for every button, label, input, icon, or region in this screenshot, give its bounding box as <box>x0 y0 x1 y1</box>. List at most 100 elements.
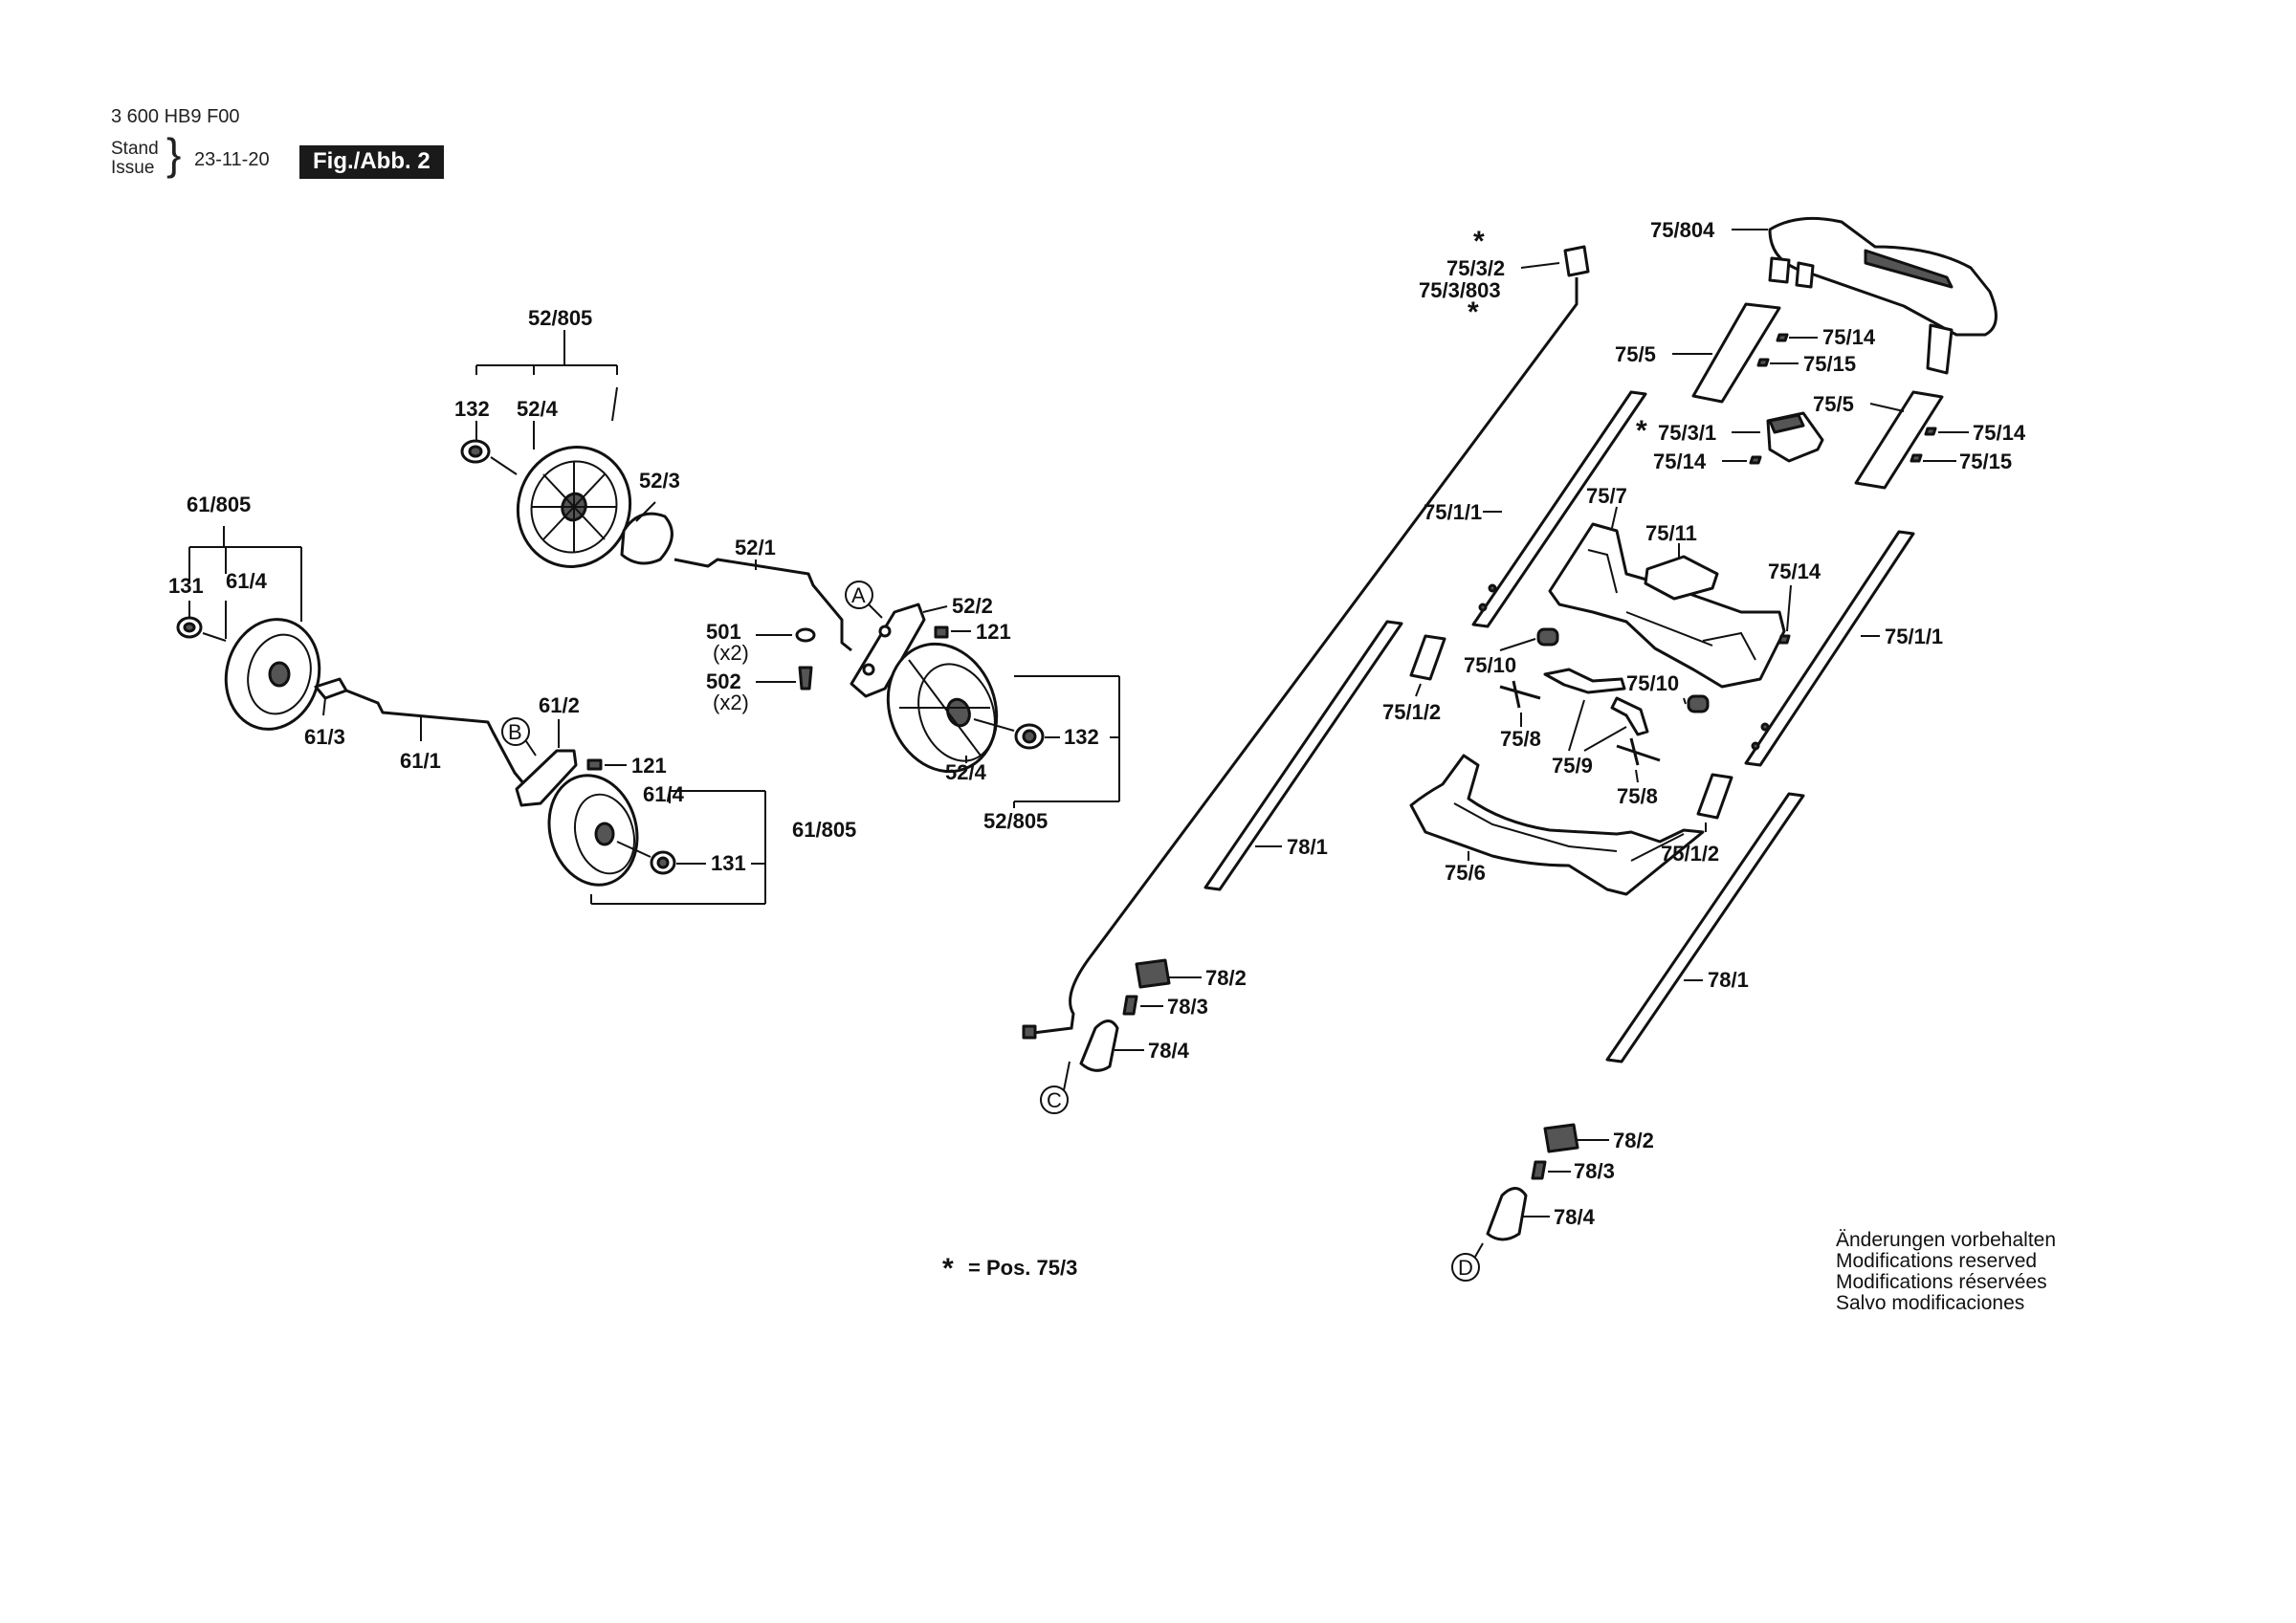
bracket-52-2-hole-2 <box>862 663 875 676</box>
label-75-5-right: 75/5 <box>1813 392 1854 416</box>
label-75-1-1-right: 75/1/1 <box>1885 625 1943 648</box>
label-52-1: 52/1 <box>735 536 776 559</box>
label-121-b: 121 <box>631 754 667 778</box>
handle-leg-1 <box>1768 256 1791 284</box>
label-78-3-right: 78/3 <box>1574 1159 1615 1183</box>
switch-75-3-1-top <box>1768 413 1805 434</box>
cable-wire <box>1032 277 1578 1035</box>
brace-glyph: } <box>166 129 182 179</box>
cable-plug <box>1022 1024 1037 1040</box>
leader-75-10-left <box>1499 638 1536 651</box>
label-78-4-right: 78/4 <box>1554 1205 1596 1229</box>
wheel-52-4-bottom <box>886 642 999 774</box>
callout-d-label: D <box>1458 1256 1473 1280</box>
label-75-15-b: 75/15 <box>1959 450 2012 473</box>
callout-c-label: C <box>1047 1088 1062 1112</box>
issue-date: 23-11-20 <box>194 149 270 170</box>
spacer-52-3 <box>620 512 673 565</box>
leader-callout-d <box>1474 1242 1484 1258</box>
screw-75-15-b <box>1910 453 1923 463</box>
screw-121-a <box>934 625 949 639</box>
label-52-4-bottom: 52/4 <box>945 760 987 784</box>
label-61-4-bottom: 61/4 <box>643 782 685 806</box>
label-132-right: 132 <box>1064 725 1099 749</box>
pin-75-8-right <box>1616 737 1661 766</box>
handle-grip-detail <box>1864 249 1954 289</box>
asterisk-3: * <box>1636 415 1647 447</box>
stand-label: Stand <box>111 139 159 159</box>
label-75-10-right: 75/10 <box>1626 671 1679 695</box>
leader-callout-c <box>1063 1061 1071 1091</box>
leader-callout-b <box>525 740 537 757</box>
label-131-top: 131 <box>168 574 204 598</box>
label-502: 502 <box>706 669 741 693</box>
tube-75-1-1-right <box>1744 530 1915 767</box>
rear-wheel-assembly <box>460 330 1120 808</box>
label-78-3-left: 78/3 <box>1167 995 1208 1019</box>
label-61-2: 61/2 <box>539 693 580 717</box>
screw-121-b <box>586 758 603 771</box>
cable-75-3 <box>1022 245 1590 1114</box>
part-labels: 52/805 132 52/4 52/3 52/1 52/2 121 501 (… <box>168 218 2026 1284</box>
note-english: Modifications reserved <box>1836 1250 2038 1272</box>
callout-d-circle <box>1451 1253 1480 1282</box>
tube-78-1-left <box>1203 620 1403 891</box>
lower-tube-left <box>1079 620 1403 1072</box>
label-75-14-a: 75/14 <box>1822 325 1876 349</box>
label-75-15-a: 75/15 <box>1803 352 1856 376</box>
leader-75-9 <box>1568 699 1627 752</box>
bracket-75-7-body <box>1548 522 1786 689</box>
leader-75-8-right <box>1635 769 1639 783</box>
clip-75-11 <box>1644 555 1719 601</box>
bracket-52-2-hole <box>878 625 892 638</box>
figure-label: Fig./Abb. 2 <box>299 145 444 179</box>
screw-75-15-a <box>1756 358 1770 367</box>
cap-78-2-right <box>1543 1123 1579 1153</box>
leader-52-3 <box>635 501 656 522</box>
label-131-bottom: 131 <box>711 851 746 875</box>
wheel-52-4-top <box>516 446 632 568</box>
bracket-61-805-right <box>590 790 766 905</box>
label-75-804: 75/804 <box>1650 218 1715 242</box>
axle-52-1 <box>673 558 852 652</box>
bracket-75-7-detail <box>1587 549 1756 661</box>
callout-b-circle <box>501 717 530 746</box>
clip-75-1-2-right <box>1696 773 1733 820</box>
leader-75-5-right <box>1869 403 1905 412</box>
screw-502 <box>798 666 813 691</box>
label-78-2-left: 78/2 <box>1205 966 1247 990</box>
label-52-4-top: 52/4 <box>517 397 559 421</box>
label-78-4-left: 78/4 <box>1148 1039 1190 1063</box>
end-cap-78-4-left <box>1079 1020 1119 1072</box>
stand-issue-label: Stand Issue <box>111 140 159 178</box>
hub-cap-131-top-center <box>183 622 196 633</box>
hub-cap-132-top-center <box>468 445 483 458</box>
label-75-5-left: 75/5 <box>1615 342 1656 366</box>
washer-501 <box>795 627 816 643</box>
document-number: 3 600 HB9 F00 <box>111 106 240 127</box>
label-75-7: 75/7 <box>1586 484 1627 508</box>
issue-label: Issue <box>111 158 155 178</box>
leader-75-14-d <box>1786 584 1792 632</box>
lever-75-9-right <box>1610 696 1649 736</box>
label-502-qty: (x2) <box>713 691 749 714</box>
label-75-3-1: 75/3/1 <box>1658 421 1716 445</box>
asterisk-1: * <box>1473 226 1485 257</box>
label-52-805-bottom: 52/805 <box>983 809 1048 833</box>
label-75-11: 75/11 <box>1645 521 1697 545</box>
hub-cap-131-bottom-center <box>656 856 670 869</box>
handle-leg-2 <box>1795 261 1815 289</box>
upper-tubes <box>1471 390 1915 767</box>
label-75-1-2-left: 75/1/2 <box>1382 700 1441 724</box>
label-61-805-top: 61/805 <box>187 493 251 516</box>
label-61-1: 61/1 <box>400 749 441 773</box>
label-75-1-2-right: 75/1/2 <box>1661 842 1719 866</box>
center-bracket-75-7 <box>1409 506 1792 896</box>
tube-78-1-right <box>1605 792 1805 1064</box>
bracket-52-805-bottom <box>1013 675 1120 808</box>
bracket-52-805-top <box>475 330 618 375</box>
leader-axle-bottom <box>973 718 1015 732</box>
spring-78-3-right <box>1531 1160 1547 1180</box>
